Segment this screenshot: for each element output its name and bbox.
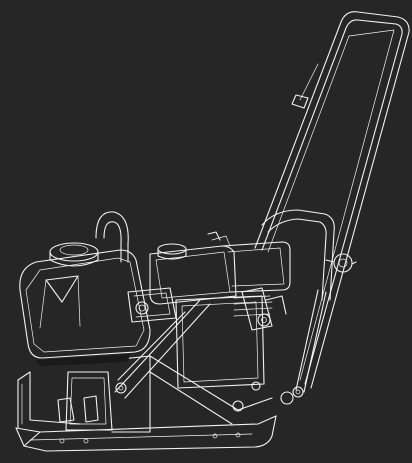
engine	[36, 231, 291, 366]
base-plate	[15, 371, 277, 452]
exciter-assembly	[57, 295, 273, 433]
water-tank	[19, 211, 151, 359]
handle	[254, 11, 410, 405]
